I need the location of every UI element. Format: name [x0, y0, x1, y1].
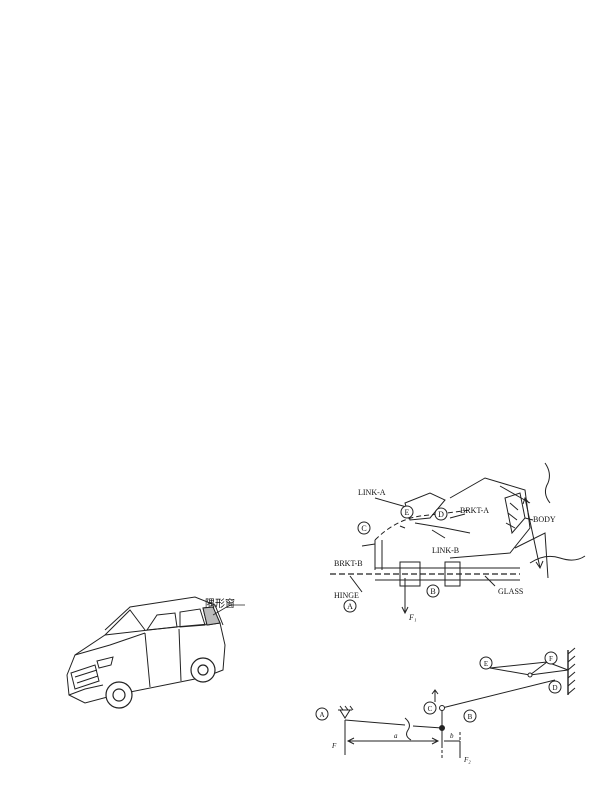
- schematic-point-a: A: [319, 711, 324, 719]
- point-a-marker: [343, 599, 357, 613]
- schematic-point-f-marker: [544, 651, 558, 665]
- callout-leader: [212, 604, 245, 616]
- point-d: D: [438, 510, 444, 519]
- label-force-f1: F₁: [408, 613, 417, 622]
- label-hinge: HINGE: [334, 591, 359, 600]
- kinematic-schematic: A B C D E F F F₂ a b: [315, 647, 576, 764]
- schematic-point-d: D: [552, 684, 557, 692]
- label-body: BODY: [533, 515, 556, 524]
- label-brkt-b: BRKT-B: [334, 559, 363, 568]
- car-illustration: 隅形窗: [66, 596, 245, 709]
- schematic-point-e-marker: [479, 656, 493, 670]
- label-link-b: LINK-B: [432, 546, 459, 555]
- callout-label: 隅形窗: [205, 597, 235, 610]
- schematic-force-left: F: [331, 742, 337, 750]
- schematic-dim-b: b: [450, 732, 454, 740]
- schematic-point-d-marker: [548, 680, 562, 694]
- schematic-point-f: F: [549, 655, 553, 663]
- label-link-a: LINK-A: [358, 488, 386, 497]
- point-d-marker: [434, 507, 448, 521]
- schematic-point-b-marker: [463, 709, 477, 723]
- point-b: B: [430, 587, 435, 596]
- schematic-dim-a: a: [394, 732, 398, 740]
- schematic-point-c-marker: [423, 701, 437, 715]
- schematic-point-e: E: [484, 660, 488, 668]
- point-e-marker: [400, 505, 414, 519]
- point-a: A: [347, 602, 353, 611]
- label-brkt-a: BRKT-A: [460, 506, 489, 515]
- schematic-force-right: F₂: [463, 756, 471, 764]
- point-e: E: [405, 508, 410, 517]
- label-glass: GLASS: [498, 587, 523, 596]
- quarter-window-highlight: [202, 606, 221, 626]
- schematic-point-b: B: [468, 713, 473, 721]
- schematic-point-c: C: [428, 705, 433, 713]
- point-c: C: [361, 524, 366, 533]
- hinge-mechanism-diagram: C E D B A LINK-A BRKT-A BODY LINK-B BRKT…: [330, 462, 586, 622]
- point-b-marker: [426, 584, 440, 598]
- point-c-marker: [357, 521, 371, 535]
- schematic-point-a-marker: [315, 707, 329, 721]
